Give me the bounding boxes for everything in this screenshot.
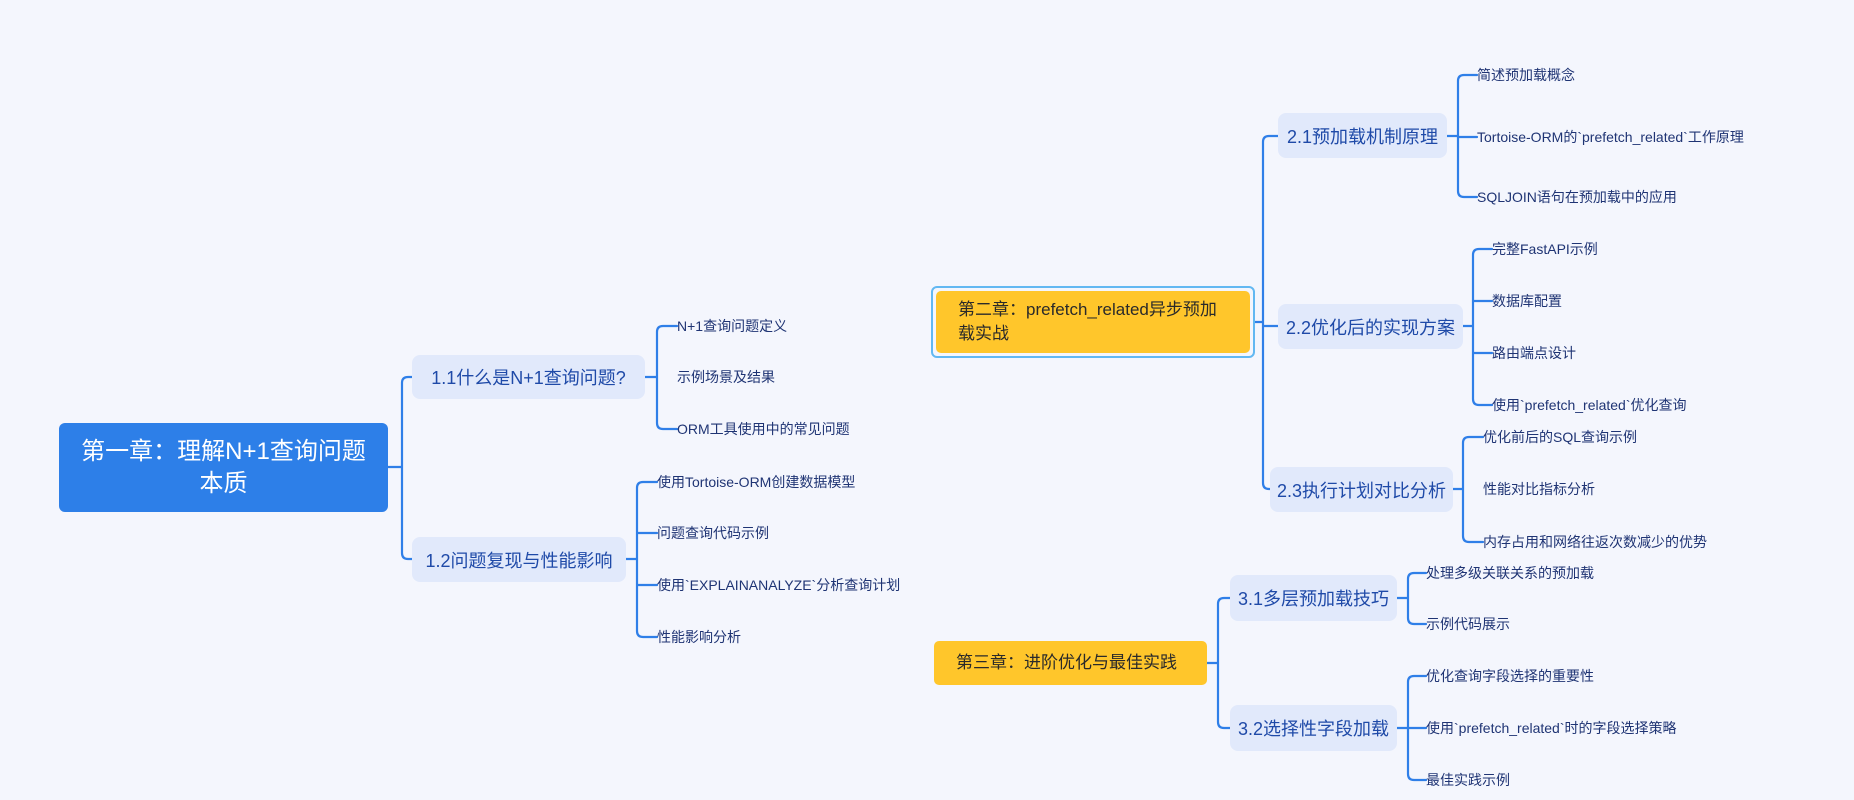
section-1-2-node[interactable]: 1.2问题复现与性能影响	[412, 537, 626, 582]
leaf-topic[interactable]: 使用`prefetch_related`优化查询	[1492, 397, 1687, 413]
leaf-topic[interactable]: 优化查询字段选择的重要性	[1426, 668, 1594, 684]
leaf-topic[interactable]: 性能影响分析	[657, 629, 741, 645]
chapter2-connector	[1253, 134, 1280, 491]
leaf-topic[interactable]: 简述预加载概念	[1477, 67, 1575, 83]
section-1-1-connector	[643, 324, 679, 431]
chapter2-selection-frame[interactable]: 第二章：prefetch_related异步预加载实战	[931, 286, 1255, 358]
root-connector	[386, 375, 414, 561]
chapter2-node[interactable]: 第二章：prefetch_related异步预加载实战	[936, 291, 1250, 353]
chapter1-root-node[interactable]: 第一章：理解N+1查询问题本质	[59, 423, 388, 512]
section-3-2-connector	[1395, 674, 1428, 782]
section-1-2-connector	[624, 480, 659, 639]
leaf-topic[interactable]: 完整FastAPI示例	[1492, 241, 1598, 257]
leaf-topic[interactable]: 问题查询代码示例	[657, 525, 769, 541]
section-2-2-connector	[1461, 247, 1494, 407]
section-2-3-node[interactable]: 2.3执行计划对比分析	[1270, 467, 1453, 512]
section-2-3-connector	[1451, 435, 1485, 544]
leaf-topic[interactable]: 使用Tortoise-ORM创建数据模型	[657, 474, 856, 490]
leaf-topic[interactable]: Tortoise-ORM的`prefetch_related`工作原理	[1477, 129, 1744, 145]
leaf-topic[interactable]: 数据库配置	[1492, 293, 1562, 309]
leaf-topic[interactable]: 路由端点设计	[1492, 345, 1576, 361]
section-2-2-node[interactable]: 2.2优化后的实现方案	[1278, 304, 1463, 349]
leaf-topic[interactable]: 示例场景及结果	[677, 369, 775, 385]
leaf-topic[interactable]: 内存占用和网络往返次数减少的优势	[1483, 534, 1707, 550]
chapter3-connector	[1205, 596, 1232, 730]
leaf-topic[interactable]: ORM工具使用中的常见问题	[677, 421, 850, 437]
leaf-topic[interactable]: 示例代码展示	[1426, 616, 1510, 632]
leaf-topic[interactable]: 优化前后的SQL查询示例	[1483, 429, 1638, 445]
section-2-1-node[interactable]: 2.1预加载机制原理	[1278, 113, 1447, 158]
leaf-topic[interactable]: 性能对比指标分析	[1483, 481, 1595, 497]
leaf-topic[interactable]: 处理多级关联关系的预加载	[1426, 565, 1594, 581]
leaf-topic[interactable]: 最佳实践示例	[1426, 772, 1510, 788]
section-2-1-connector	[1445, 73, 1479, 199]
section-3-1-connector	[1395, 571, 1428, 626]
chapter3-node[interactable]: 第三章：进阶优化与最佳实践	[934, 641, 1207, 685]
leaf-topic[interactable]: 使用`prefetch_related`时的字段选择策略	[1426, 720, 1677, 736]
leaf-topic[interactable]: N+1查询问题定义	[677, 318, 788, 334]
leaf-topic[interactable]: SQLJOIN语句在预加载中的应用	[1477, 189, 1677, 205]
section-3-2-node[interactable]: 3.2选择性字段加载	[1230, 705, 1397, 751]
leaf-topic[interactable]: 使用`EXPLAINANALYZE`分析查询计划	[657, 577, 901, 593]
section-3-1-node[interactable]: 3.1多层预加载技巧	[1230, 575, 1397, 621]
section-1-1-node[interactable]: 1.1什么是N+1查询问题?	[412, 355, 645, 399]
